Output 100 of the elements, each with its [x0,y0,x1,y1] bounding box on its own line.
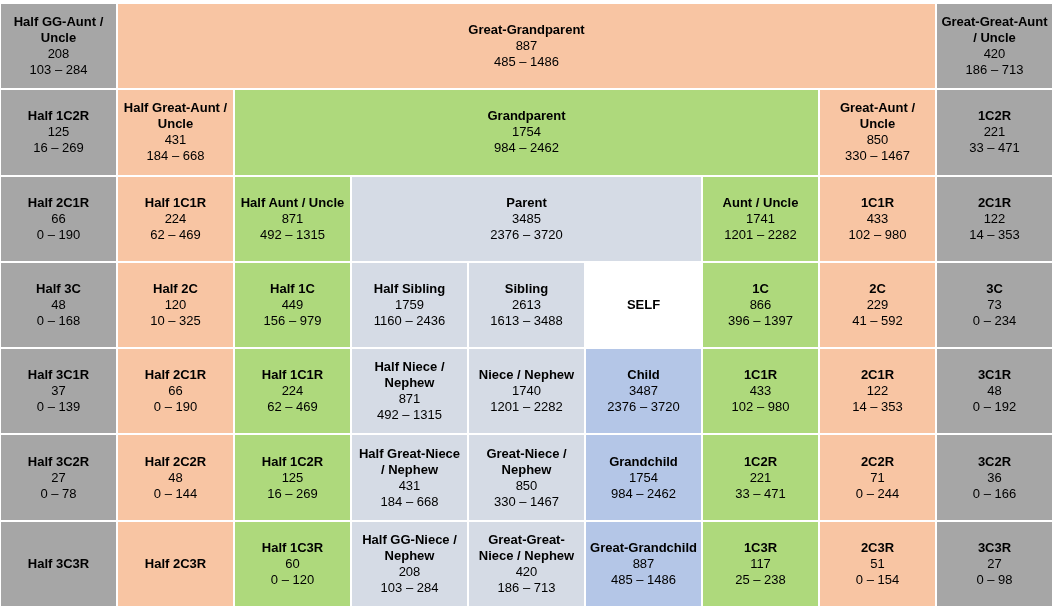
count-value: 208 [398,563,421,580]
relationship-box [819,175,936,262]
range-value: 156 – 979 [263,313,322,329]
relationship-name: Half 2C [153,281,198,297]
relationship-name: Great-Grandparent [468,22,585,39]
range-value: 1201 – 2282 [490,399,563,416]
relationship-name: Great-Grandchild [590,539,697,556]
range-value: 10 – 325 [150,313,201,329]
relationship-name: Grandparent [487,108,566,125]
count-value: 3485 [512,210,541,227]
count-value: 66 [168,383,183,400]
relationship-name: Half 3C [36,281,81,297]
range-value: 25 – 238 [735,571,786,588]
range-value: 0 – 139 [36,399,81,416]
relationship-box [234,175,351,262]
count-value: 1759 [395,297,424,313]
count-value: 224 [281,383,304,400]
range-value: 485 – 1486 [610,571,677,588]
relationship-name: Grandchild [609,453,678,470]
relationship-box [819,89,936,176]
relationship-name: Aunt / Uncle [722,194,799,211]
relationship-name: 2C1R [860,367,895,384]
relationship-name: Great-Great-Niece / Nephew [477,531,576,564]
relationship-box [468,434,585,521]
range-value: 2376 – 3720 [607,399,680,416]
range-value: 102 – 980 [848,226,907,243]
relationship-name: Half 1C2R [27,108,90,125]
relationship-name: Half 2C3R [144,555,207,572]
count-value: 420 [515,563,538,580]
relationship-box [234,261,351,349]
range-value: 41 – 592 [852,313,903,329]
range-value: 0 – 78 [40,485,77,502]
relationship-name: 1C1R [743,367,778,384]
relationship-box [468,261,585,349]
range-value: 0 – 190 [153,399,198,416]
count-value: 2613 [512,297,541,313]
relationship-name: Half GG-Niece / Nephew [361,531,458,564]
relationship-box [819,261,936,349]
relationship-box [351,175,702,262]
relationship-name: Half Niece / Nephew [373,359,446,392]
relationship-box [0,3,117,90]
relationship-name: Half Aunt / Uncle [240,194,345,211]
range-value: 0 – 168 [36,313,81,329]
count-value: 122 [866,383,889,400]
count-value: 871 [281,210,304,227]
range-value: 2376 – 3720 [490,226,563,243]
count-value: 431 [398,477,421,494]
count-value: 431 [164,132,187,149]
count-value: 221 [749,469,772,486]
relationship-name: Half 3C1R [27,367,90,384]
range-value: 16 – 269 [33,140,84,157]
relationship-name: 1C3R [743,539,778,556]
relationship-box [0,434,117,521]
range-value: 492 – 1315 [376,407,443,424]
relationship-box [702,261,819,349]
range-value: 14 – 353 [969,226,1020,243]
count-value: 48 [168,469,183,486]
range-value: 1160 – 2436 [373,313,446,329]
count-value: 1740 [512,383,541,400]
relationship-box [819,520,936,607]
relationship-name: Parent [506,194,547,211]
count-value: 850 [515,477,538,494]
relationship-name: 3C3R [977,539,1012,556]
count-value: 208 [47,46,70,63]
relationship-box [819,434,936,521]
range-value: 0 – 190 [36,226,81,243]
range-value: 984 – 2462 [493,140,560,157]
count-value: 73 [987,297,1002,313]
count-value: 125 [281,469,304,486]
range-value: 330 – 1467 [493,493,560,510]
count-value: 871 [398,391,421,408]
range-value: 485 – 1486 [493,54,560,71]
count-value: 117 [750,555,771,572]
relationship-name: 2C [869,281,886,297]
relationship-box [117,3,936,90]
relationship-box [117,348,234,435]
range-value: 0 – 166 [972,485,1017,502]
count-value: 221 [983,124,1006,141]
range-value: 984 – 2462 [610,485,677,502]
relationship-box [702,434,819,521]
relationship-name: Half GG-Aunt / Uncle [12,14,105,47]
count-value: 71 [870,469,885,486]
range-value: 184 – 668 [380,493,439,510]
relationship-name: 2C3R [860,539,895,556]
count-value: 27 [51,469,66,486]
range-value: 184 – 668 [146,148,205,165]
range-value: 0 – 234 [972,313,1017,329]
relationship-name: Half Great-Aunt / Uncle [122,100,229,133]
relationship-name: Half 2C2R [144,453,207,470]
relationship-box [234,520,351,607]
relationship-box [117,434,234,521]
range-value: 14 – 353 [852,399,903,416]
relationship-box [936,434,1053,521]
range-value: 103 – 284 [29,62,88,79]
range-value: 0 – 120 [270,571,315,588]
relationship-box [585,434,702,521]
relationship-box [936,3,1053,90]
range-value: 102 – 980 [731,399,790,416]
relationship-name: 3C1R [977,367,1012,384]
relationship-box [936,348,1053,435]
